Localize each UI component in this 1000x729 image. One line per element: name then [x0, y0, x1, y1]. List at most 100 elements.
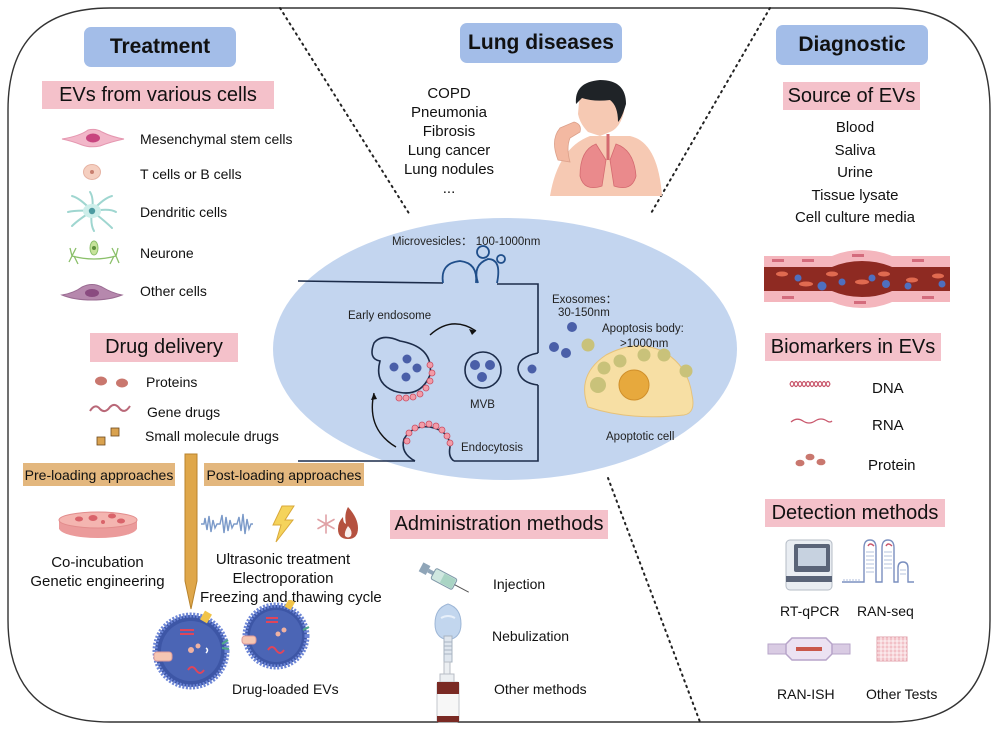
well-plate-icon [876, 636, 908, 662]
microvesicles-label: Microvesicles： 100-1000nm [392, 236, 541, 248]
microvesicle-bud [441, 260, 478, 284]
biomarker-label: DNA [872, 380, 904, 397]
source-list: Blood Saliva Urine Tissue lysate Cell cu… [780, 117, 930, 230]
biomarker-label: Protein [868, 457, 916, 474]
detection-label: RAN-seq [857, 603, 914, 619]
exosome-release-pocket [517, 352, 539, 386]
source-item: Blood [835, 119, 875, 136]
gene-wave-icon [89, 403, 131, 413]
drug-label: Small molecule drugs [145, 428, 279, 444]
rna-wave-icon [790, 418, 833, 424]
microvesicle-bud [475, 258, 500, 284]
cell-label: Neurone [140, 245, 194, 261]
nebulizer-mask-icon [434, 603, 462, 663]
cell-label: T cells or B cells [140, 166, 242, 182]
dendritic-cell-icon [67, 191, 117, 232]
ultrasound-wave-icon [201, 513, 253, 535]
method-label: Electroporation [232, 570, 334, 587]
method-label: Genetic engineering [30, 573, 165, 590]
petri-dish-icon [58, 511, 138, 538]
protein-dots-icon [795, 453, 826, 467]
exosome [561, 348, 571, 358]
lymphocyte-icon [83, 164, 101, 180]
exosome [549, 342, 559, 352]
pcr-machine-icon [785, 539, 833, 591]
syringe-icon [418, 562, 469, 593]
arrow-endosome-to-mvb [429, 323, 477, 336]
source-item: Cell culture media [794, 209, 916, 226]
disease-item: Pneumonia [411, 104, 487, 121]
divider-top-left [279, 7, 411, 216]
apoptosis-body-label: Apoptosis body: [602, 323, 684, 335]
pre-loading-methods: Co-incubation Genetic engineering [30, 553, 165, 591]
source-item: Tissue lysate [811, 186, 899, 204]
loading-arrow-icon [184, 453, 198, 610]
disease-item: Fibrosis [422, 123, 476, 140]
exosomes-size: 30-150nm [558, 307, 610, 319]
biomarker-label: RNA [872, 417, 904, 434]
rna-hairpin-icon [842, 539, 914, 583]
disease-item: Lung cancer [407, 142, 491, 159]
detection-label: Other Tests [866, 686, 938, 702]
disease-item: Lung nodules [403, 161, 495, 178]
exosome [567, 322, 577, 332]
other-cell-icon [60, 284, 124, 301]
blood-vessel-icon [764, 250, 950, 308]
coughing-patient-icon [550, 80, 662, 196]
lung-diseases-title: Lung diseases [460, 23, 622, 63]
source-of-evs-heading: Source of EVs [783, 82, 920, 110]
source-item: Saliva [834, 141, 876, 159]
clathrin-coat [395, 361, 436, 402]
administration-label: Injection [493, 576, 546, 592]
dna-helix-icon [789, 380, 831, 388]
cell-label: Other cells [140, 283, 207, 299]
post-loading-methods: Ultrasonic treatment Electroporation Fre… [200, 550, 382, 607]
cell-label: Dendritic cells [140, 204, 228, 220]
disease-item: ... [442, 180, 456, 197]
apoptotic-bodies [581, 338, 693, 393]
snowflake-icon [317, 514, 335, 534]
drug-label: Gene drugs [147, 404, 221, 420]
divider-bottom-right [607, 477, 701, 723]
outer-border [7, 7, 991, 723]
administration-label: Other methods [494, 681, 587, 697]
evs-from-cells-heading: EVs from various cells [42, 81, 274, 109]
plasma-membrane [297, 280, 539, 462]
drug-loaded-ev-icon [241, 600, 310, 670]
microvesicle [496, 254, 506, 264]
apoptosis-body-size: >1000nm [620, 338, 669, 350]
pre-loading-heading: Pre-loading approaches [23, 463, 175, 486]
administration-label: Nebulization [492, 628, 570, 644]
exosomes-label: Exosomes： [552, 294, 618, 306]
cell-label: Mesenchymal stem cells [140, 131, 293, 147]
drug-loaded-ev-icon [152, 610, 230, 690]
microvesicle [476, 245, 490, 259]
source-item: Urine [837, 164, 873, 181]
drug-label: Proteins [146, 374, 198, 390]
mvb-label: MVB [470, 399, 495, 411]
biomarkers-heading: Biomarkers in EVs [765, 333, 941, 361]
treatment-title: Treatment [84, 27, 236, 67]
probe-hybridization-icon [767, 637, 851, 661]
mvb [464, 351, 502, 389]
administration-heading: Administration methods [390, 510, 608, 539]
nasal-spray-bottle-icon [436, 661, 460, 723]
apoptotic-nucleus [618, 369, 650, 401]
detection-label: RT-qPCR [780, 603, 840, 619]
method-label: Freezing and thawing cycle [200, 589, 382, 606]
early-endosome-label: Early endosome [348, 310, 432, 322]
clathrin-coat [403, 420, 454, 447]
mesenchymal-stem-cell-icon [61, 128, 125, 148]
endocytosis-label: Endocytosis [461, 442, 524, 454]
post-loading-heading: Post-loading approaches [204, 463, 364, 486]
method-label: Ultrasonic treatment [215, 551, 351, 568]
method-label: Co-incubation [51, 554, 144, 571]
lightning-icon [272, 505, 295, 543]
exosome [527, 364, 537, 374]
ev-biogenesis-diagram [273, 218, 737, 480]
flame-icon [338, 507, 358, 539]
detection-label: RAN-ISH [777, 686, 835, 702]
neurone-icon [68, 240, 120, 265]
diagnostic-title: Diagnostic [776, 25, 928, 65]
apoptotic-cell-label: Apoptotic cell [606, 431, 675, 443]
